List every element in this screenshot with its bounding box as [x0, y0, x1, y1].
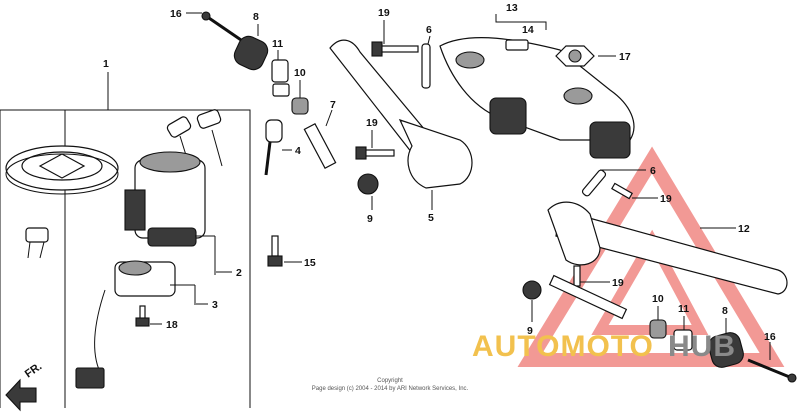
callout-11-top: 11 — [272, 38, 283, 50]
bolt-19-upper — [371, 41, 419, 57]
callout-9-lower: 9 — [527, 325, 533, 337]
ignition-switch — [124, 151, 216, 275]
callout-16-lower: 16 — [764, 331, 776, 343]
bolt-19-lower-right — [573, 265, 581, 287]
callout-19-upper: 19 — [378, 7, 390, 19]
nut-9-top — [357, 173, 379, 195]
front-label: FR. — [23, 360, 44, 380]
callout-4: 4 — [295, 145, 301, 157]
callout-labels: 1 2 3 4 5 6 6 7 8 8 9 9 10 10 11 11 12 1… — [103, 2, 776, 343]
leader-lines — [150, 12, 771, 360]
screw-18 — [135, 305, 150, 327]
callout-1: 1 — [103, 58, 109, 70]
copyright-notice: Page design (c) 2004 - 2014 by ARI Netwo… — [311, 386, 469, 392]
bolt-15 — [267, 235, 283, 267]
right-handlebar — [547, 201, 788, 295]
bolt-19-handle — [355, 146, 395, 160]
callout-14: 14 — [522, 24, 534, 36]
left-handlebar — [329, 39, 473, 189]
collar-11-lower — [673, 329, 693, 351]
contact-base — [75, 260, 196, 389]
bolt-19-right — [611, 182, 633, 200]
callout-17: 17 — [619, 51, 631, 63]
top-bridge — [439, 37, 635, 159]
callout-2: 2 — [236, 267, 242, 279]
bar-end-weight-top — [233, 35, 269, 71]
collar-10-top — [291, 97, 309, 115]
callout-8-top: 8 — [253, 11, 259, 23]
nut-17 — [555, 45, 595, 67]
key-cylinder-cover — [5, 145, 119, 195]
bolt-16-lower — [747, 358, 797, 383]
callout-19-lower: 19 — [612, 277, 624, 289]
pipe-7 — [303, 122, 337, 170]
ignition-assembly-frame — [0, 72, 251, 408]
bar-end-weight-lower — [708, 332, 744, 368]
callout-18: 18 — [166, 319, 178, 331]
callout-6-top: 6 — [426, 24, 432, 36]
front-direction-arrow: FR. — [5, 360, 44, 412]
watermark-text-automoto: AUTOMOTO — [472, 330, 654, 363]
callout-11-lower: 11 — [678, 303, 689, 315]
collar-11-top — [271, 59, 290, 97]
callout-10-lower: 10 — [652, 293, 664, 305]
key-4 — [264, 119, 283, 176]
callout-10-top: 10 — [294, 67, 306, 79]
callout-19-handle: 19 — [366, 117, 378, 129]
watermark-text-hub: HUB — [668, 330, 736, 363]
callout-16-top: 16 — [170, 8, 182, 20]
pinch-bolt-6-right — [581, 169, 607, 197]
callout-3: 3 — [212, 299, 218, 311]
callout-7: 7 — [330, 99, 336, 111]
clip-14 — [505, 39, 529, 51]
pipe-7-lower — [548, 274, 628, 320]
callout-12: 12 — [738, 223, 750, 235]
bolt-16-top — [201, 11, 245, 44]
callout-6-right: 6 — [650, 165, 656, 177]
callout-13: 13 — [506, 2, 518, 14]
callout-15: 15 — [304, 257, 316, 269]
nut-9-lower — [522, 280, 542, 300]
callout-9-top: 9 — [367, 213, 373, 225]
copyright-title: Copyright — [377, 378, 403, 384]
callout-8-lower: 8 — [722, 305, 728, 317]
cover-clip — [25, 227, 49, 259]
pinch-bolt-6-top — [421, 43, 431, 89]
callout-5: 5 — [428, 212, 434, 224]
callout-19-right: 19 — [660, 193, 672, 205]
